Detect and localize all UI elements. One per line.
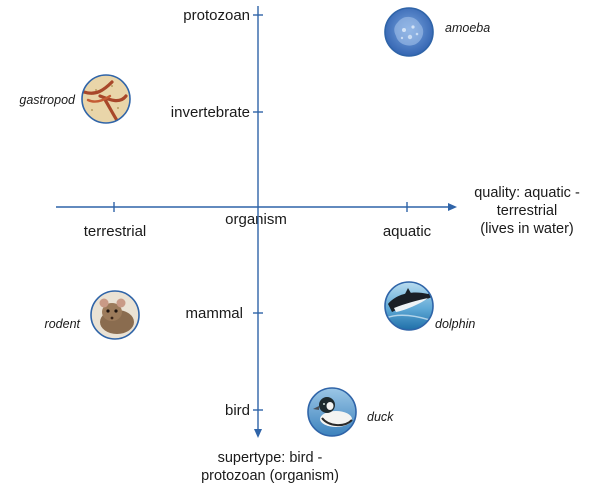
dolphin-thumbnail — [385, 282, 433, 330]
gastropod-thumbnail — [82, 75, 130, 123]
item-label-gastropod: gastropod — [19, 93, 76, 107]
item-amoeba: amoeba — [384, 7, 490, 57]
item-gastropod: gastropod — [19, 74, 131, 124]
y-tick-label-mammal: mammal — [185, 305, 243, 322]
x-axis-arrowhead — [448, 203, 457, 211]
item-rodent: rodent — [45, 290, 140, 340]
y-axis: protozoan invertebrate mammal bird super… — [171, 6, 339, 484]
x-tick-label-organism: organism — [225, 211, 287, 228]
item-dolphin: dolphin — [384, 281, 475, 331]
y-axis-title-line-2: protozoan (organism) — [201, 468, 339, 484]
y-axis-arrowhead — [254, 429, 262, 438]
item-label-duck: duck — [367, 410, 394, 424]
x-axis-title-line-3: (lives in water) — [480, 221, 573, 237]
item-label-rodent: rodent — [45, 317, 81, 331]
duck-thumbnail — [308, 388, 356, 436]
item-label-dolphin: dolphin — [435, 317, 475, 331]
x-tick-label-terrestrial: terrestrial — [84, 223, 147, 240]
item-duck: duck — [307, 387, 394, 437]
x-tick-label-aquatic: aquatic — [383, 223, 432, 240]
x-axis-title-line-1: quality: aquatic - — [474, 185, 580, 201]
y-tick-label-protozoan: protozoan — [183, 7, 250, 24]
rodent-thumbnail — [91, 291, 139, 339]
item-label-amoeba: amoeba — [445, 21, 490, 35]
y-tick-label-bird: bird — [225, 402, 250, 419]
y-tick-label-invertebrate: invertebrate — [171, 104, 250, 121]
y-axis-title-line-1: supertype: bird - — [218, 450, 323, 466]
amoeba-thumbnail — [385, 8, 433, 56]
x-axis: terrestrial organism aquatic quality: aq… — [56, 185, 580, 240]
x-axis-title-line-2: terrestrial — [497, 203, 557, 219]
